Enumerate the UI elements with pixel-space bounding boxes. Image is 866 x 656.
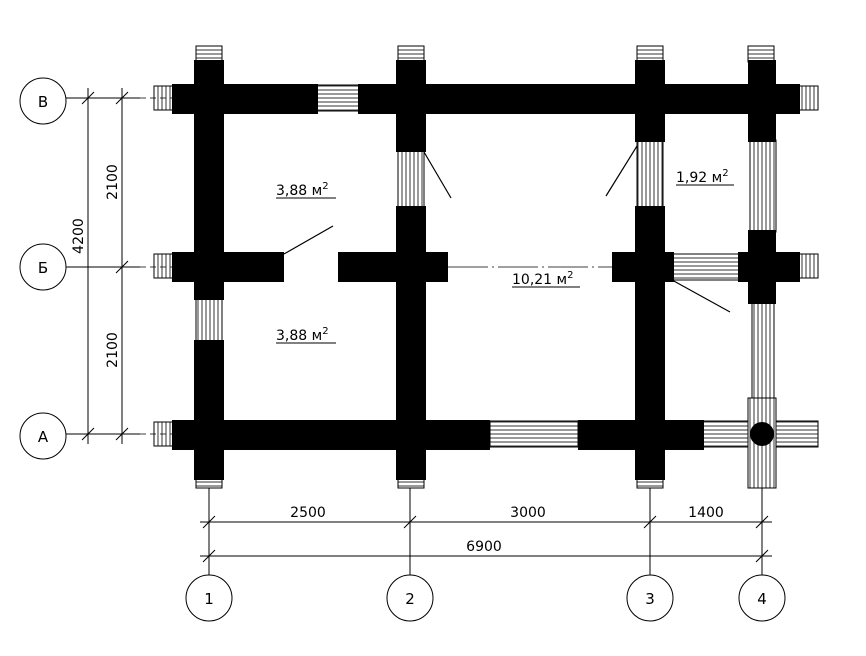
wall-col-2-top — [396, 60, 426, 152]
post-4-lower — [751, 301, 775, 399]
vertical-dimension-labels: 2100 2100 4200 — [71, 164, 121, 368]
column-a-4 — [750, 422, 774, 446]
log-end-left-b — [153, 253, 175, 279]
horizontal-dimension-labels: 2500 3000 1400 6900 — [290, 505, 724, 555]
room-area-4: 1,92 м2 — [676, 168, 734, 186]
svg-text:3,88 м2: 3,88 м2 — [276, 326, 329, 344]
dim-h-total: 6900 — [466, 539, 502, 555]
door-swing-b-1 — [283, 225, 334, 255]
dim-h-2500: 2500 — [290, 505, 326, 521]
axis-label-4: 4 — [757, 590, 767, 608]
axis-bubble-4 — [738, 574, 786, 622]
log-end-top-2 — [397, 45, 425, 63]
axis-label-a: А — [38, 428, 49, 446]
axis-bubbles — [19, 77, 786, 622]
axis-bubble-2 — [386, 574, 434, 622]
dim-h-1400: 1400 — [688, 505, 724, 521]
axis-labels: В Б А 1 2 3 4 — [38, 93, 767, 608]
window-1-lower — [195, 297, 223, 343]
room-labels: 3,88 м2 3,88 м2 10,21 м2 1,92 м2 — [276, 168, 734, 344]
door-2-upper — [397, 149, 425, 209]
dim-v-2100-upper: 2100 — [105, 164, 121, 200]
dim-h-3000: 3000 — [510, 505, 546, 521]
axis-bubble-a — [19, 412, 67, 460]
axis-label-1: 1 — [204, 590, 214, 608]
dim-v-total: 4200 — [71, 218, 87, 254]
wall-b-2 — [338, 252, 448, 282]
window-a-2-3 — [489, 420, 579, 448]
axis-bubble-b — [19, 243, 67, 291]
svg-text:1,92 м2: 1,92 м2 — [676, 168, 729, 186]
wall-a-1-2 — [172, 420, 490, 450]
room-area-3: 10,21 м2 — [512, 270, 580, 288]
wall-b-4-cross — [738, 252, 800, 282]
wall-b-3 — [612, 252, 674, 282]
door-swings — [283, 145, 731, 313]
window-4-upper — [749, 139, 777, 233]
axis-bubble-3 — [626, 574, 674, 622]
room-area-1: 3,88 м2 — [276, 181, 336, 199]
svg-text:3,88 м2: 3,88 м2 — [276, 181, 329, 199]
log-end-top-1 — [195, 45, 223, 63]
door-swing-2 — [423, 151, 452, 199]
horizontal-dimensions — [200, 488, 772, 578]
log-end-top-3 — [636, 45, 664, 63]
door-swing-3 — [605, 145, 638, 197]
wall-v-1 — [172, 84, 318, 114]
log-end-right-v — [797, 85, 819, 111]
vertical-dimensions — [66, 88, 140, 444]
wall-a-3 — [578, 420, 704, 450]
wall-b-1 — [172, 252, 284, 282]
log-ends — [153, 45, 819, 489]
opening-lines — [140, 97, 612, 435]
door-3-upper — [636, 139, 664, 209]
axis-label-b: Б — [38, 259, 48, 277]
svg-text:10,21 м2: 10,21 м2 — [512, 270, 573, 288]
dim-v-2100-lower: 2100 — [105, 332, 121, 368]
axis-label-3: 3 — [645, 590, 655, 608]
wall-col-3-top — [635, 60, 665, 142]
window-v-1-2 — [315, 84, 361, 112]
walls — [172, 60, 800, 480]
log-end-right-b — [797, 253, 819, 279]
axis-label-2: 2 — [405, 590, 415, 608]
door-b-3-4 — [671, 253, 741, 281]
axis-bubble-v — [19, 77, 67, 125]
wall-col-4-top — [748, 60, 776, 142]
room-area-2: 3,88 м2 — [276, 326, 336, 344]
wall-v-2-4 — [358, 84, 800, 114]
axis-bubble-1 — [185, 574, 233, 622]
log-end-top-4 — [747, 45, 775, 63]
axis-label-v: В — [38, 93, 48, 111]
door-swing-b-3 — [671, 279, 731, 313]
wall-col-1-lower — [194, 340, 224, 480]
